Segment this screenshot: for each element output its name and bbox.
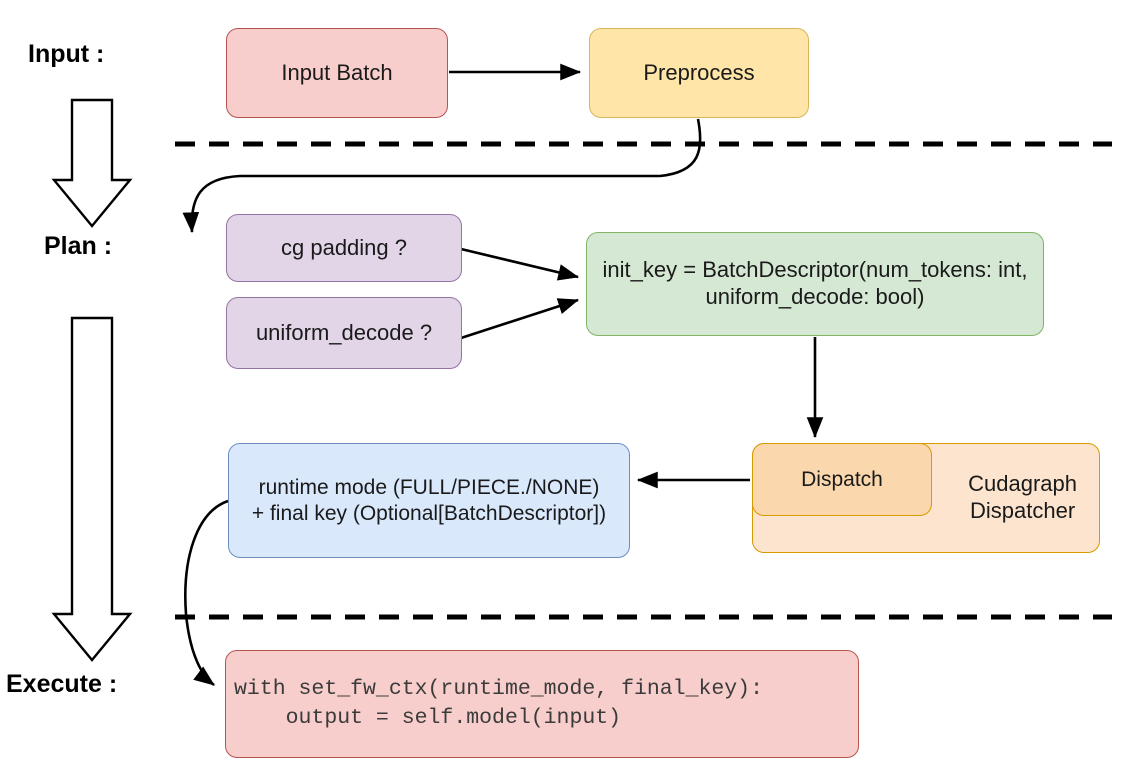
node-dispatch[interactable]: Dispatch <box>752 443 932 516</box>
node-cg-padding-label: cg padding ? <box>281 234 407 260</box>
stage-label-execute: Execute : <box>6 670 118 698</box>
node-preprocess-label: Preprocess <box>643 59 755 85</box>
plan-to-execute-big-arrow <box>51 316 133 662</box>
node-runtime-mode-label: runtime mode (FULL/PIECE./NONE) + final … <box>251 475 607 525</box>
node-dispatch-label: Dispatch <box>801 467 883 491</box>
node-execute-code[interactable]: with set_fw_ctx(runtime_mode, final_key)… <box>225 650 859 758</box>
runtime-mode-to-execute-code <box>184 499 229 687</box>
cg-padding-to-init-key <box>460 247 580 281</box>
node-runtime-mode[interactable]: runtime mode (FULL/PIECE./NONE) + final … <box>228 443 630 558</box>
node-init-key[interactable]: init_key = BatchDescriptor(num_tokens: i… <box>586 232 1044 336</box>
node-cg-padding[interactable]: cg padding ? <box>226 214 462 282</box>
node-init-key-label: init_key = BatchDescriptor(num_tokens: i… <box>602 257 1028 309</box>
node-input-batch-label: Input Batch <box>281 59 393 85</box>
node-input-batch[interactable]: Input Batch <box>226 28 448 118</box>
input-to-plan-big-arrow <box>51 98 133 228</box>
uniform-decode-to-init-key <box>460 298 579 340</box>
node-cudagraph-dispatcher-label: Cudagraph Dispatcher <box>968 471 1077 523</box>
node-preprocess[interactable]: Preprocess <box>589 28 809 118</box>
node-execute-code-label: with set_fw_ctx(runtime_mode, final_key)… <box>234 676 763 730</box>
stage-label-input: Input : <box>28 40 105 68</box>
node-uniform-decode-label: uniform_decode ? <box>255 319 433 345</box>
stage-label-plan: Plan : <box>44 232 113 260</box>
node-uniform-decode[interactable]: uniform_decode ? <box>226 297 462 369</box>
